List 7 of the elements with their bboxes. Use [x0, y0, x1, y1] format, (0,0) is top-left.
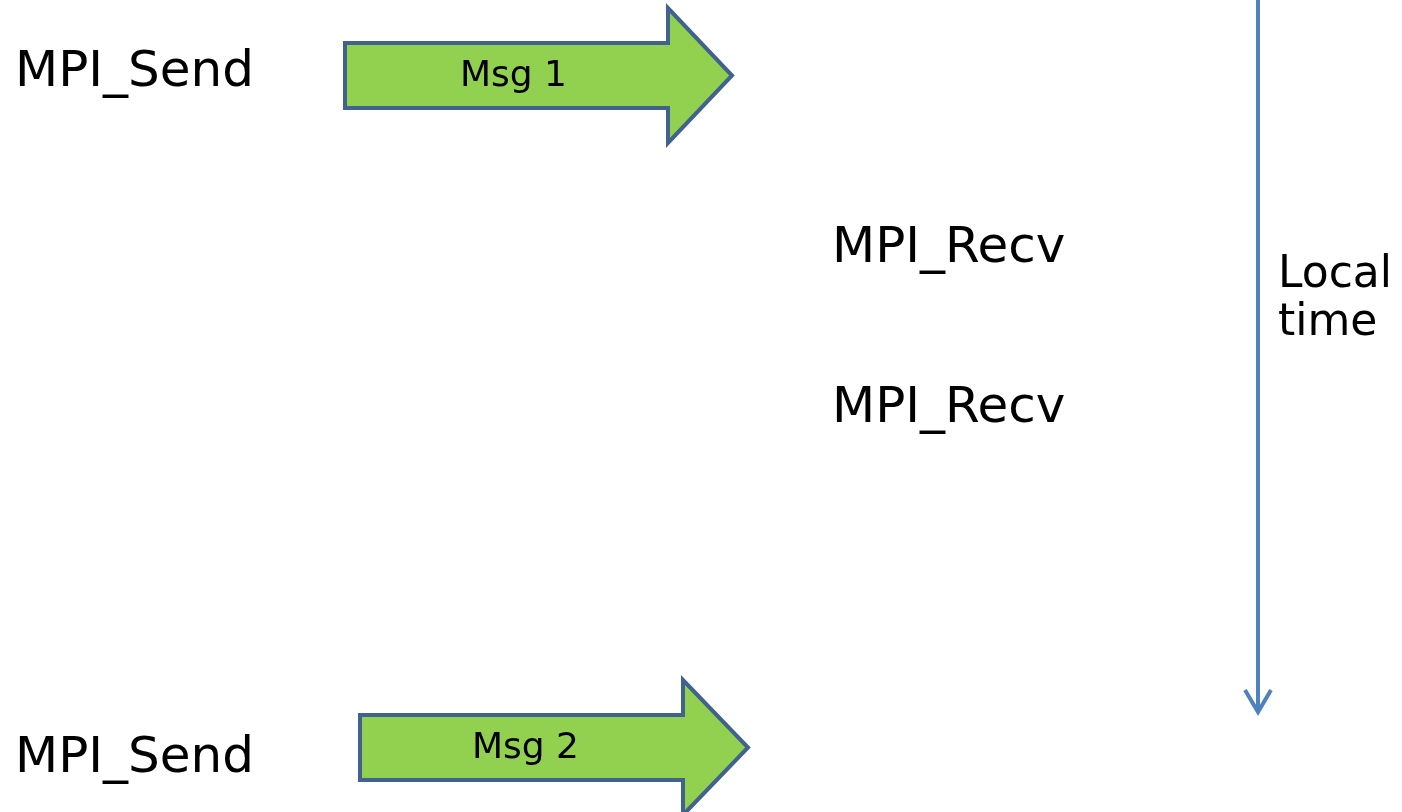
message-label: Msg 1	[460, 56, 567, 92]
axis-label: Local time	[1278, 248, 1394, 345]
function-label: MPI_Send	[15, 728, 254, 783]
function-label: MPI_Send	[15, 42, 254, 97]
function-label: MPI_Recv	[832, 218, 1066, 273]
function-label: MPI_Recv	[832, 378, 1066, 433]
message-label: Msg 2	[472, 728, 579, 764]
